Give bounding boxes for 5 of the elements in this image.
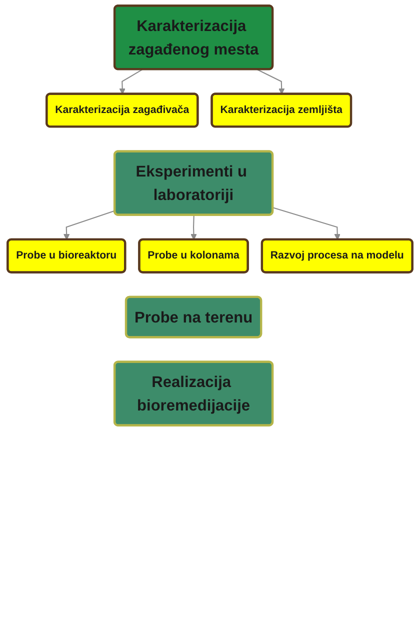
arrow	[119, 69, 143, 94]
arrow	[190, 215, 197, 240]
arrow	[63, 210, 116, 240]
arrow	[272, 207, 340, 240]
arrow	[256, 69, 285, 94]
